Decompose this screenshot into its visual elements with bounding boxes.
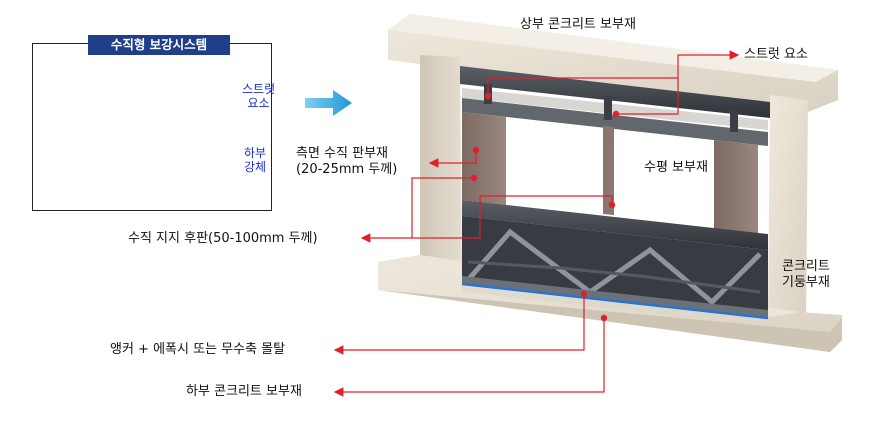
- label-top-beam: 상부 콘크리트 보부재: [520, 17, 636, 32]
- label-column: 콘크리트 기둥부재: [782, 259, 830, 291]
- label-side-plate-line2: (20-25mm 두께): [296, 162, 398, 177]
- inset-strut-label-line2: 요소: [247, 96, 270, 110]
- label-horizontal-beam: 수평 보부재: [644, 160, 708, 175]
- inset-strut-label-line1: 스트럿: [242, 82, 276, 96]
- inset-box: [32, 43, 272, 211]
- label-vertical-plate: 수직 지지 후판(50-100mm 두께): [128, 231, 318, 246]
- label-bottom-beam: 하부 콘크리트 보부재: [186, 384, 302, 399]
- label-column-line1: 콘크리트: [782, 259, 830, 274]
- inset-lower-label: 하부 강체: [244, 146, 266, 174]
- label-side-plate: 측면 수직 판부재 (20-25mm 두께): [296, 146, 397, 178]
- label-column-line2: 기둥부재: [782, 275, 830, 290]
- label-anchor: 앵커 + 에폭시 또는 무수축 몰탈: [110, 342, 286, 357]
- main-frame-figure: [378, 14, 842, 352]
- inset-lower-label-line2: 강체: [244, 160, 267, 174]
- leader-lines: [333, 50, 740, 397]
- inset-title: 수직형 보강시스템: [88, 35, 230, 55]
- transition-arrow-icon: [305, 90, 352, 116]
- inset-lower-label-line1: 하부: [244, 146, 267, 160]
- inset-strut-label: 스트럿 요소: [242, 82, 275, 110]
- leader-dots: [470, 92, 620, 322]
- label-side-plate-line1: 측면 수직 판부재: [296, 146, 388, 161]
- label-strut: 스트럿 요소: [744, 47, 808, 62]
